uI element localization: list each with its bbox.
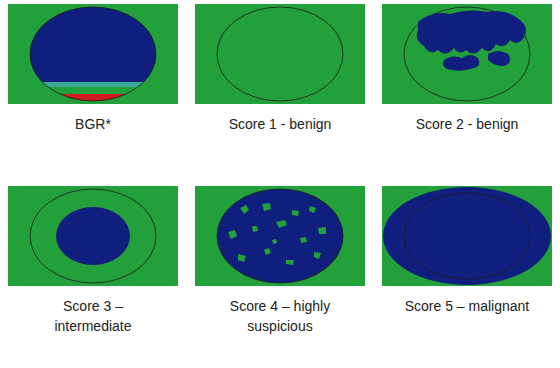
green-spot	[286, 260, 294, 265]
green-spot	[292, 210, 299, 216]
green-spot	[238, 254, 246, 262]
red-band	[20, 94, 170, 104]
ellipse-outline	[404, 7, 530, 101]
score1-panel	[195, 4, 365, 104]
score-caption: Score 4 – highly suspicious	[213, 296, 347, 336]
score-caption: Score 3 – intermediate	[26, 296, 160, 336]
green-spot	[252, 226, 258, 232]
teal-band	[20, 82, 170, 87]
score-caption: Score 5 – malignant	[400, 296, 534, 316]
bgr-panel	[8, 0, 178, 104]
ellipse-outline	[30, 189, 156, 283]
green-ground	[195, 186, 365, 286]
large-blue-ellipse	[383, 187, 551, 285]
green-spot	[272, 239, 277, 244]
score-caption: Score 2 - benign	[400, 114, 534, 134]
bgr-ellipse-fill	[20, 0, 170, 104]
blue-region	[20, 0, 170, 82]
score5-panel	[382, 186, 552, 286]
ellipse-outline	[217, 7, 343, 101]
score-caption: BGR*	[26, 114, 160, 134]
green-ground	[382, 186, 552, 286]
green-spot	[309, 206, 316, 213]
green-spot	[318, 227, 326, 234]
blue-blob	[417, 10, 526, 53]
green-spot	[228, 230, 237, 239]
ellipse-outline	[404, 193, 530, 279]
green-spot	[314, 252, 321, 259]
score-caption: Score 1 - benign	[213, 114, 347, 134]
score3-panel	[8, 186, 178, 286]
inner-blue-ellipse	[56, 207, 130, 265]
green-spot	[300, 237, 307, 243]
green-spot	[264, 248, 271, 255]
blue-blob	[488, 51, 510, 66]
blue-ellipse	[217, 189, 343, 283]
green-ground	[8, 186, 178, 286]
green-spot	[262, 203, 271, 211]
ellipse-outline	[30, 7, 156, 101]
green-spot	[276, 220, 287, 228]
green-ground	[195, 4, 365, 104]
green-spots	[228, 203, 326, 265]
green-ground	[382, 4, 552, 104]
score4-panel	[195, 186, 365, 286]
score2-panel	[382, 4, 552, 104]
blue-blob	[443, 55, 479, 71]
green-spot	[240, 205, 249, 214]
